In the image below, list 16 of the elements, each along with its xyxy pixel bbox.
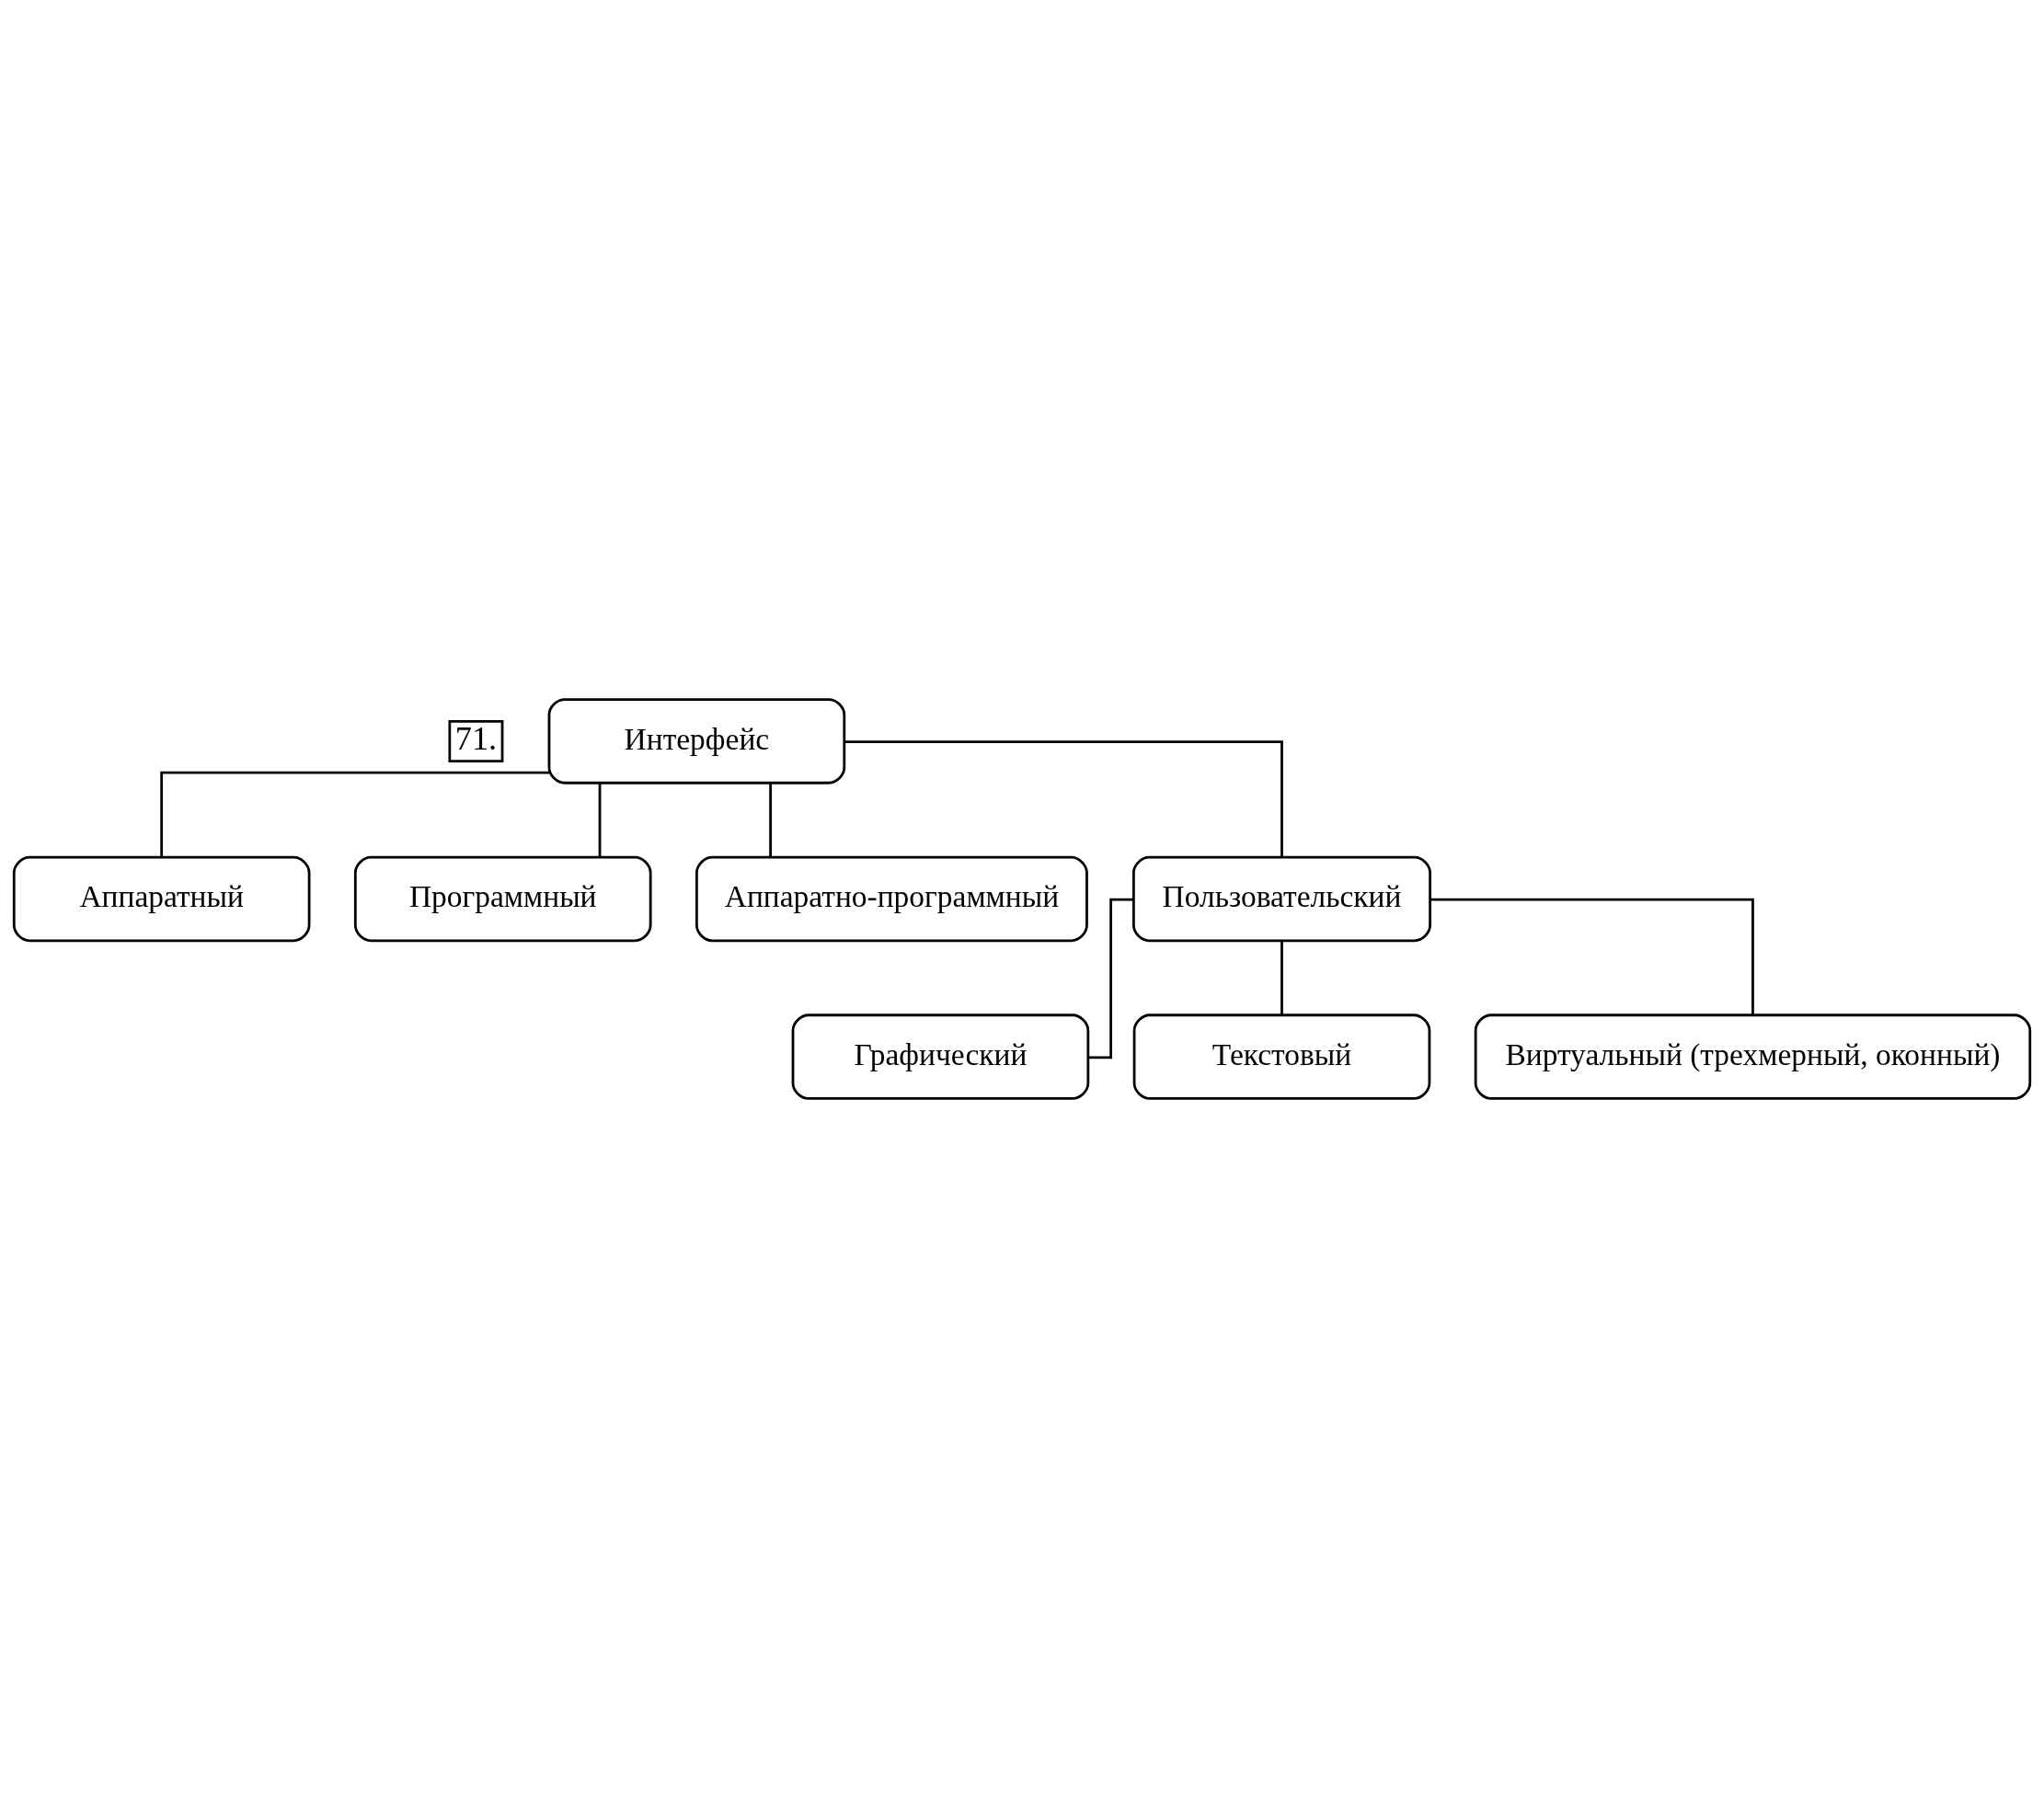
connector [844,740,1283,858]
node-box: Программный [353,855,652,943]
connector [160,771,549,858]
label: 71. [454,719,498,757]
node-box: Графический [791,1014,1090,1100]
connector [1430,898,1754,1015]
node-box: Аппаратно-программный [695,855,1088,943]
node-box: Пользовательский [1131,855,1431,943]
node-box: Интерфейс [547,698,846,784]
connector [1280,941,1283,1015]
connector [598,783,602,857]
connector [769,783,772,857]
node-box: Виртуальный (трехмерный, оконный) [1474,1014,2032,1100]
connector [1088,898,1134,1059]
node-box: Аппаратный [12,855,311,943]
node-box: Текстовый [1132,1014,1431,1100]
